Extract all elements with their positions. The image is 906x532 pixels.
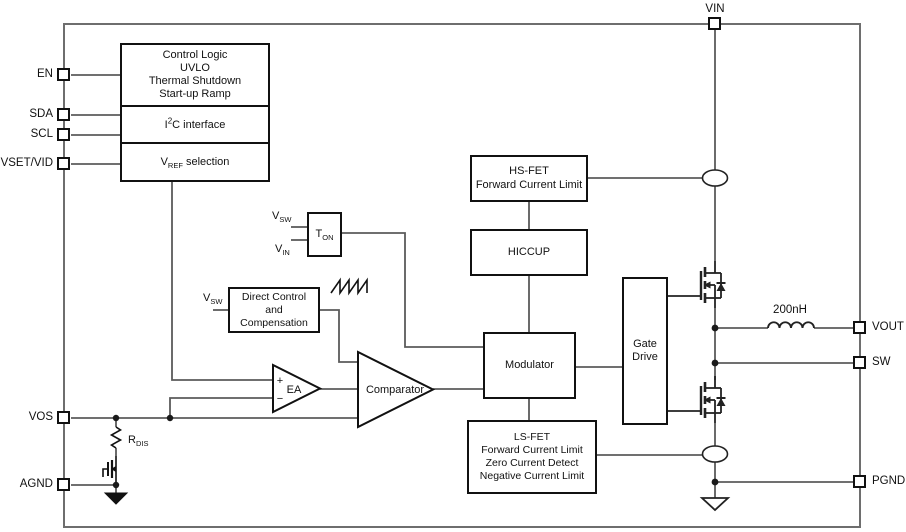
hs-current-sense-icon xyxy=(701,169,729,187)
vsw-sub: SW xyxy=(210,297,223,307)
pin-label-en: EN xyxy=(37,68,53,80)
control-line: UVLO xyxy=(180,61,210,74)
pin-vos xyxy=(57,411,70,424)
hs-limit-line: Forward Current Limit xyxy=(475,178,583,191)
pin-sw xyxy=(853,356,866,369)
inductor-coil xyxy=(767,321,815,329)
vin-text: V xyxy=(275,243,283,255)
vref-to-ea-wire xyxy=(171,182,273,381)
vref-text: V xyxy=(160,156,168,168)
i2c-interface-section: I2C interface xyxy=(122,107,268,144)
hs-fet-symbol xyxy=(668,261,726,308)
dc-line: Direct Control xyxy=(241,290,307,303)
ls-limit-line: Forward Current Limit xyxy=(481,443,583,456)
pin-scl xyxy=(57,128,70,141)
sawtooth-ramp-icon xyxy=(330,277,368,296)
ton-vsw-label: VSW xyxy=(272,210,292,225)
pin-label-pgnd: PGND xyxy=(872,475,906,487)
i2c-sup: 2 xyxy=(167,115,173,125)
vref-text-post: selection xyxy=(182,156,230,168)
control-logic-block: Control Logic UVLO Thermal Shutdown Star… xyxy=(120,43,270,182)
discharge-fet-symbol xyxy=(102,456,117,485)
pin-label-vos: VOS xyxy=(28,411,53,423)
ton-text: T xyxy=(315,227,323,240)
gate-drive-block: Gate Drive xyxy=(622,277,668,425)
i2c-text-post: C interface xyxy=(172,118,226,131)
pin-vin xyxy=(708,17,721,30)
ea-label: EA xyxy=(287,384,302,396)
control-line: Start-up Ramp xyxy=(159,88,231,101)
vsw-sub: SW xyxy=(279,215,292,225)
pin-label-vset-vid: VSET/VID xyxy=(0,157,53,169)
gate-drive-line: Drive xyxy=(632,351,658,363)
dc-line: and xyxy=(265,303,283,316)
gate-drive-line: Gate xyxy=(633,337,657,350)
junction-dots xyxy=(112,324,719,489)
ea-plus-sign: + xyxy=(277,375,283,387)
dc-line: Compensation xyxy=(240,316,308,329)
inductor-value-label: 200nH xyxy=(773,304,807,316)
vos-feedback-wire xyxy=(169,397,273,418)
ton-vin-label: VIN xyxy=(275,243,290,258)
pin-label-sw: SW xyxy=(872,356,891,368)
control-logic-section: Control Logic UVLO Thermal Shutdown Star… xyxy=(122,45,268,107)
pgnd-ground-icon xyxy=(699,497,731,512)
pin-agnd xyxy=(57,478,70,491)
pin-vout xyxy=(853,321,866,334)
ls-limit-line: LS-FET xyxy=(513,430,551,443)
pin-label-vout: VOUT xyxy=(872,321,904,333)
modulator-block: Modulator xyxy=(483,332,576,399)
rdis-label: RDIS xyxy=(128,434,149,449)
modulator-label: Modulator xyxy=(505,358,554,371)
control-line: Thermal Shutdown xyxy=(148,75,242,87)
pin-pgnd xyxy=(853,475,866,488)
hs-limit-line: HS-FET xyxy=(509,165,549,177)
rdis-sub: DIS xyxy=(135,439,149,449)
dc-vsw-label: VSW xyxy=(203,292,223,307)
vref-selection-section: VREF selection xyxy=(122,144,268,180)
error-amplifier-triangle xyxy=(272,363,323,414)
control-line: Control Logic xyxy=(162,48,228,61)
ton-sub: ON xyxy=(322,232,334,242)
hiccup-block: HICCUP xyxy=(470,229,588,276)
ls-limit-line: Negative Current Limit xyxy=(479,470,585,483)
comparator-triangle xyxy=(357,350,436,429)
vref-sub: REF xyxy=(167,161,183,171)
ls-current-sense-icon xyxy=(701,445,729,463)
pin-label-scl: SCL xyxy=(30,128,53,140)
pin-en xyxy=(57,68,70,81)
direct-control-block: Direct Control and Compensation xyxy=(228,287,320,333)
hs-fet-limit-block: HS-FET Forward Current Limit xyxy=(470,155,588,202)
i2c-text: I xyxy=(164,118,168,131)
vin-sub: IN xyxy=(282,248,290,258)
agnd-ground-icon xyxy=(103,492,129,505)
comparator-label: Comparator xyxy=(366,384,424,396)
ton-block: TON xyxy=(307,212,342,257)
vsw-text: V xyxy=(272,210,280,222)
chip-boundary xyxy=(63,23,861,528)
pin-label-agnd: AGND xyxy=(19,478,53,490)
rdis-text: R xyxy=(128,434,136,446)
signal-wires xyxy=(71,30,853,498)
ls-fet-symbol xyxy=(666,374,727,425)
dc-to-comparator-wire xyxy=(320,309,358,363)
ea-minus-sign: − xyxy=(277,393,283,405)
ton-to-modulator-wire xyxy=(342,232,483,348)
pin-label-sda: SDA xyxy=(29,108,53,120)
ls-fet-limit-block: LS-FET Forward Current Limit Zero Curren… xyxy=(467,420,597,494)
vsw-text: V xyxy=(203,292,211,304)
hiccup-label: HICCUP xyxy=(507,245,551,258)
pin-sda xyxy=(57,108,70,121)
ls-limit-line: Zero Current Detect xyxy=(485,457,579,469)
rdis-resistor xyxy=(109,426,123,449)
pin-vset-vid xyxy=(57,157,70,170)
pin-label-vin: VIN xyxy=(705,3,725,15)
